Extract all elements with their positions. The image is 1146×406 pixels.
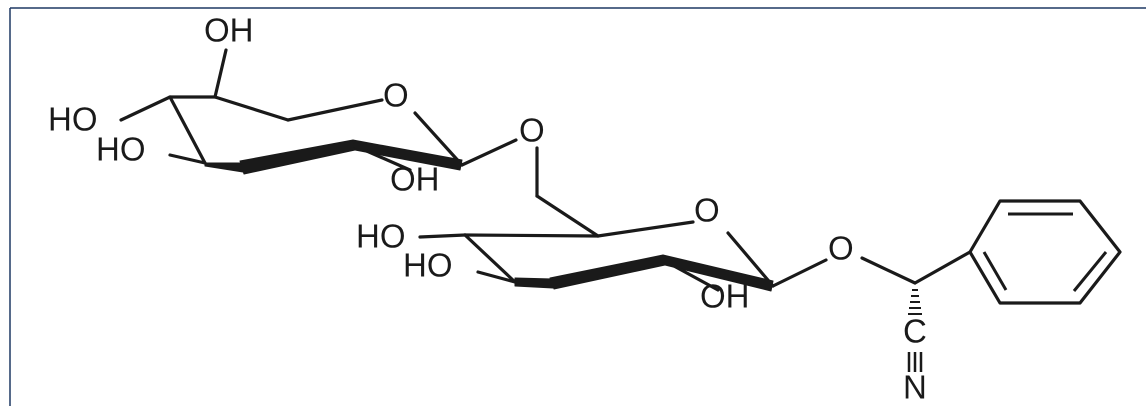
wedge-bond bbox=[514, 277, 554, 289]
atom-label-ho: HO bbox=[403, 247, 453, 284]
wedge-bond bbox=[204, 162, 244, 173]
wedge-bond bbox=[549, 254, 666, 290]
atom-label-oh: OH bbox=[700, 278, 750, 315]
bond bbox=[213, 48, 228, 99]
bond bbox=[771, 258, 828, 288]
atom-label-ho: HO bbox=[96, 131, 146, 168]
atom-label-ring-oxygen: O bbox=[383, 77, 409, 114]
bond bbox=[596, 220, 695, 238]
atom-label-oh: OH bbox=[390, 161, 440, 198]
lower-glucose-ring bbox=[418, 220, 828, 292]
bond bbox=[119, 95, 172, 122]
upper-glucose-ring bbox=[119, 48, 518, 175]
bond bbox=[860, 256, 917, 285]
benzene-ring bbox=[968, 199, 1122, 305]
atom-label-nitrile-nitrogen: N bbox=[903, 369, 927, 406]
atom-label-aglycone-oxygen: O bbox=[828, 230, 854, 267]
triple-bond bbox=[907, 352, 923, 372]
bond bbox=[418, 233, 467, 239]
bond bbox=[463, 233, 600, 238]
hashed-wedge-bond bbox=[908, 289, 922, 315]
bond bbox=[726, 231, 775, 288]
bond bbox=[476, 270, 517, 284]
atom-label-oh: OH bbox=[204, 12, 254, 49]
bond bbox=[213, 95, 290, 122]
atom-label-ho: HO bbox=[48, 101, 98, 138]
bond bbox=[460, 138, 518, 167]
bond bbox=[413, 111, 464, 167]
bond bbox=[535, 194, 600, 238]
bond bbox=[463, 233, 517, 284]
wedge-bond bbox=[239, 139, 356, 175]
bond bbox=[286, 98, 384, 122]
bond bbox=[913, 250, 972, 285]
atom-label-ring-oxygen: O bbox=[694, 192, 720, 229]
bond bbox=[168, 95, 207, 165]
atom-label-ho: HO bbox=[356, 218, 406, 255]
bond bbox=[351, 143, 412, 172]
bond bbox=[661, 258, 720, 292]
aglycone bbox=[860, 199, 1122, 372]
bond bbox=[168, 153, 207, 165]
atom-label-nitrile-carbon: C bbox=[903, 313, 927, 350]
atom-label-glycosidic-oxygen: O bbox=[519, 112, 545, 149]
